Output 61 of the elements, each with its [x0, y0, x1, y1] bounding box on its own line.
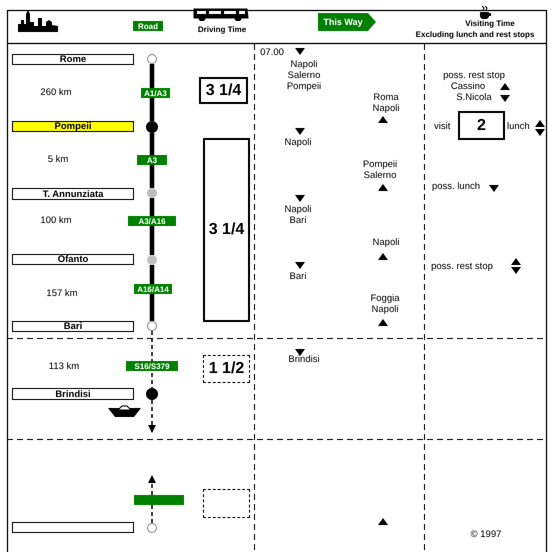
timetable-text: poss. rest stop: [431, 261, 493, 272]
duration-box: [203, 489, 250, 518]
node-caption: lunch: [507, 121, 530, 132]
column-heading: Driving Time: [198, 25, 246, 35]
stop-marker: [147, 523, 157, 533]
timetable-text: Napoli Salerno Pompeii: [286, 59, 322, 92]
duration-box: 3 1/4: [203, 138, 250, 322]
duration-box: 3 1/4: [199, 77, 248, 104]
duration-box: 2: [458, 111, 505, 140]
route-line: [151, 505, 153, 523]
stop-marker: [147, 54, 157, 64]
stop-marker: [147, 188, 157, 198]
timetable-text: poss. rest stop: [443, 70, 505, 81]
timetable-text: Brindisi: [288, 354, 320, 365]
timetable-text: S.Nicola: [456, 92, 492, 103]
place-box: Pompeii: [12, 121, 134, 132]
road-sign: Road: [133, 21, 163, 31]
route-line: [150, 64, 154, 121]
road-sign: A3/A16: [128, 216, 176, 226]
node-caption: visit: [434, 121, 450, 132]
timetable-text: Roma Napoli: [372, 92, 400, 114]
distance-label: 5 km: [48, 154, 68, 165]
stop-marker: [147, 255, 157, 265]
timetable-text: Foggia Napoli: [370, 293, 400, 315]
place-box: Bari: [12, 321, 134, 332]
route-line: [150, 265, 154, 321]
road-sign: A3: [137, 155, 167, 165]
stop-marker: [146, 121, 158, 133]
place-box: [12, 522, 134, 533]
distance-label: 100 km: [40, 215, 72, 226]
distance-label: 260 km: [40, 87, 72, 98]
place-box: Ofanto: [12, 254, 134, 265]
duration-box: 1 1/2: [203, 355, 250, 383]
road-sign: [134, 495, 184, 505]
place-box: Rome: [12, 54, 134, 65]
copyright-note: © 1997: [470, 529, 502, 540]
route-line: [150, 198, 154, 255]
column-heading: Visiting Time: [465, 19, 515, 29]
place-box: Brindisi: [12, 388, 134, 400]
timetable-text: Napoli Bari: [284, 204, 312, 226]
distance-label: 113 km: [48, 361, 80, 372]
route-arrow: [148, 475, 156, 495]
timetable-text: poss. lunch: [432, 181, 480, 192]
timetable-text: Napoli: [284, 137, 312, 148]
timetable-text: Pompeii Salerno: [362, 159, 398, 181]
timetable-text: Bari: [290, 271, 306, 282]
stop-marker: [147, 321, 157, 331]
place-box: T. Annunziata: [12, 188, 134, 200]
timetable-text: Napoli: [372, 237, 400, 248]
route-line: [150, 133, 154, 188]
column-heading: Excluding lunch and rest stops: [416, 30, 534, 40]
timetable-text: Cassino: [450, 81, 486, 92]
timetable-text: 07.00: [260, 47, 284, 58]
distance-label: 157 km: [46, 288, 78, 299]
direction-sign: This Way: [318, 13, 376, 31]
stop-marker: [146, 388, 158, 400]
route-arrow: [148, 400, 156, 433]
road-sign: A16/A14: [134, 284, 172, 294]
road-sign: A1/A3: [141, 88, 170, 98]
road-sign: S16/S379: [126, 361, 178, 371]
route-line: [151, 331, 153, 388]
